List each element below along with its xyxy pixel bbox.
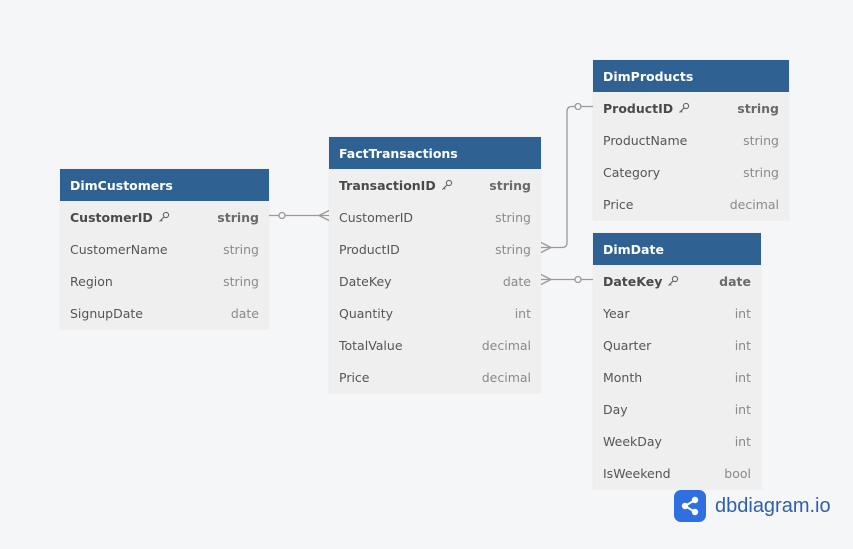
column-name: Price	[339, 369, 370, 385]
column-name: Quantity	[339, 305, 394, 321]
key-icon	[679, 102, 690, 113]
column-name: DateKey	[603, 273, 663, 289]
column-type: date	[230, 305, 259, 321]
column-type: int	[734, 369, 751, 385]
column-type: string	[217, 209, 259, 225]
column-type: date	[502, 273, 531, 289]
column-type: string	[495, 209, 531, 225]
column-name: Region	[70, 273, 113, 289]
column-row[interactable]: Year int	[593, 297, 761, 329]
key-icon	[668, 275, 679, 286]
relationship-date-transactions[interactable]	[540, 273, 593, 286]
column-name-cell: TransactionID	[339, 178, 453, 193]
column-row[interactable]: Price decimal	[329, 361, 541, 393]
relationship-products-transactions[interactable]	[540, 102, 593, 254]
column-row[interactable]: Quantity int	[329, 297, 541, 329]
table-dim-products[interactable]: DimProducts ProductID string ProductName…	[593, 60, 789, 220]
column-name: Month	[603, 369, 643, 385]
column-type: string	[495, 241, 531, 257]
brand-label: dbdiagram.io	[715, 494, 831, 517]
table-fact-transactions[interactable]: FactTransactions TransactionID string Cu…	[329, 137, 541, 393]
column-type: int	[514, 305, 531, 321]
column-row[interactable]: ProductID string	[329, 233, 541, 265]
column-name: Day	[603, 401, 628, 417]
share-nodes-icon	[674, 490, 706, 522]
column-row[interactable]: CustomerID string	[329, 201, 541, 233]
column-name: CustomerID	[70, 209, 153, 225]
key-icon	[441, 179, 452, 190]
column-type: string	[737, 100, 779, 116]
column-name: WeekDay	[603, 433, 662, 449]
column-type: bool	[724, 465, 751, 481]
column-type: decimal	[481, 337, 531, 353]
column-row[interactable]: IsWeekend bool	[593, 457, 761, 489]
column-row[interactable]: Month int	[593, 361, 761, 393]
column-name: TotalValue	[339, 337, 403, 353]
column-name: CustomerName	[70, 241, 168, 257]
column-name-cell: DateKey	[603, 274, 679, 289]
table-header[interactable]: DimCustomers	[60, 169, 269, 201]
column-row[interactable]: SignupDate date	[60, 297, 269, 329]
column-type: int	[734, 337, 751, 353]
column-type: string	[223, 241, 259, 257]
column-row[interactable]: WeekDay int	[593, 425, 761, 457]
column-name: Category	[603, 164, 661, 180]
column-type: string	[223, 273, 259, 289]
column-name: ProductID	[339, 241, 400, 257]
column-name: ProductID	[603, 100, 674, 116]
column-row[interactable]: Category string	[593, 156, 789, 188]
column-name: Price	[603, 196, 634, 212]
column-row[interactable]: TransactionID string	[329, 169, 541, 201]
column-row[interactable]: ProductName string	[593, 124, 789, 156]
column-type: date	[719, 273, 751, 289]
brand-watermark[interactable]: dbdiagram.io	[674, 490, 831, 522]
column-type: string	[743, 164, 779, 180]
column-type: decimal	[729, 196, 779, 212]
column-name: SignupDate	[70, 305, 143, 321]
column-name: CustomerID	[339, 209, 414, 225]
column-name: DateKey	[339, 273, 392, 289]
column-name-cell: ProductID	[603, 101, 690, 116]
table-header[interactable]: DimProducts	[593, 60, 789, 92]
column-row[interactable]: Region string	[60, 265, 269, 297]
column-row[interactable]: TotalValue decimal	[329, 329, 541, 361]
column-name: TransactionID	[339, 177, 436, 193]
table-dim-customers[interactable]: DimCustomers CustomerID string CustomerN…	[60, 169, 269, 329]
column-type: int	[734, 401, 751, 417]
table-dim-date[interactable]: DimDate DateKey date Year int Quarter in…	[593, 233, 761, 489]
key-icon	[158, 211, 169, 222]
table-header[interactable]: FactTransactions	[329, 137, 541, 169]
column-name: Year	[603, 305, 630, 321]
table-header[interactable]: DimDate	[593, 233, 761, 265]
column-type: decimal	[481, 369, 531, 385]
column-name-cell: CustomerID	[70, 210, 170, 225]
relationship-customers-transactions[interactable]	[269, 209, 330, 222]
column-type: string	[489, 177, 531, 193]
column-row[interactable]: Quarter int	[593, 329, 761, 361]
column-name: IsWeekend	[603, 465, 671, 481]
column-row[interactable]: DateKey date	[329, 265, 541, 297]
column-name: ProductName	[603, 132, 688, 148]
column-type: int	[734, 305, 751, 321]
column-row[interactable]: DateKey date	[593, 265, 761, 297]
column-row[interactable]: CustomerName string	[60, 233, 269, 265]
column-name: Quarter	[603, 337, 652, 353]
column-type: int	[734, 433, 751, 449]
column-row[interactable]: Price decimal	[593, 188, 789, 220]
column-row[interactable]: Day int	[593, 393, 761, 425]
column-row[interactable]: CustomerID string	[60, 201, 269, 233]
column-row[interactable]: ProductID string	[593, 92, 789, 124]
column-type: string	[743, 132, 779, 148]
